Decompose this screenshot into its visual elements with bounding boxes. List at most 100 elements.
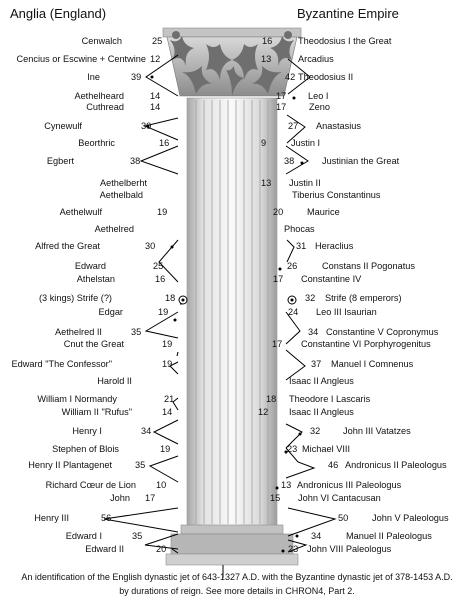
anglia-reign-years: 39 bbox=[131, 72, 141, 82]
byzantine-reign-years: 16 bbox=[262, 36, 272, 46]
anglia-ruler-name: Edward I bbox=[66, 531, 102, 541]
anglia-zigzag-ine bbox=[145, 54, 179, 97]
byzantine-reign-years: 27 bbox=[288, 121, 298, 131]
byzantine-zigzag-john5 bbox=[287, 507, 337, 537]
byzantine-reign-years: 18 bbox=[266, 394, 276, 404]
byzantine-reign-years: 23 bbox=[288, 544, 298, 554]
byzantine-reign-years: 32 bbox=[305, 293, 315, 303]
byzantine-ruler-name: Isaac II Angleus bbox=[289, 407, 354, 417]
byzantine-ruler-name: Arcadius bbox=[298, 54, 334, 64]
john8-marker bbox=[281, 549, 285, 553]
byzantine-reign-years: 32 bbox=[310, 426, 320, 436]
strife-left-marker-center bbox=[181, 298, 185, 302]
edgar-marker bbox=[173, 318, 177, 322]
anglia-reign-years: 30 bbox=[141, 121, 151, 131]
anglia-zigzag-henry2 bbox=[148, 455, 179, 483]
byzantine-reign-years: 31 bbox=[296, 241, 306, 251]
byzantine-zigzag-andronicus2 bbox=[285, 447, 316, 479]
byzantine-ruler-name: Justinian the Great bbox=[322, 156, 400, 166]
anglia-zigzag-confessor bbox=[169, 361, 179, 375]
anglia-zigzag-edward1 bbox=[144, 533, 179, 550]
byzantine-ruler-name: John III Vatatzes bbox=[343, 426, 411, 436]
anglia-reign-years: 34 bbox=[141, 426, 151, 436]
anglia-ruler-name: Egbert bbox=[47, 156, 75, 166]
anglia-reign-years: 35 bbox=[131, 327, 141, 337]
manuel2-marker bbox=[295, 534, 299, 538]
anglia-reign-years: 10 bbox=[156, 480, 166, 490]
andronicus3-marker bbox=[275, 486, 279, 490]
byzantine-ruler-name: Constans II Pogonatus bbox=[322, 261, 415, 271]
byzantine-ruler-name: Andronicus III Paleologus bbox=[297, 480, 402, 490]
anglia-ruler-name: Athelstan bbox=[77, 274, 115, 284]
anglia-reign-years: 16 bbox=[159, 138, 169, 148]
byzantine-reign-years: 17 bbox=[276, 102, 286, 112]
byzantine-reign-years: 17 bbox=[272, 339, 282, 349]
byzantine-ruler-name: Tiberius Constantinus bbox=[292, 190, 381, 200]
anglia-ruler-name: Edward bbox=[75, 261, 106, 271]
byzantine-ruler-name: John VI Cantacusan bbox=[298, 493, 381, 503]
byzantine-zigzag-manuel1 bbox=[285, 349, 306, 381]
byzantine-ruler-name: Zeno bbox=[309, 102, 330, 112]
byzantine-ruler-name: Constantine VI Porphyrogenitus bbox=[301, 339, 431, 349]
byzantine-reign-years: 23 bbox=[287, 444, 297, 454]
byzantine-ruler-name: Heraclius bbox=[315, 241, 354, 251]
anglia-reign-years: 14 bbox=[150, 91, 160, 101]
anglia-reign-years: 19 bbox=[162, 359, 172, 369]
byzantine-ruler-name: Leo III Isaurian bbox=[316, 307, 377, 317]
byzantine-reign-years: 15 bbox=[270, 493, 280, 503]
anglia-reign-years: 14 bbox=[162, 407, 172, 417]
anglia-ruler-name: Alfred the Great bbox=[35, 241, 100, 251]
anglia-ruler-name: Cuthread bbox=[86, 102, 124, 112]
byzantine-zigzag-anastasius bbox=[286, 114, 306, 144]
anglia-zigzag-henry3 bbox=[103, 507, 179, 533]
anglia-ruler-name: Henry III bbox=[34, 513, 69, 523]
byzantine-ruler-name: Maurice bbox=[307, 207, 340, 217]
corinthian-column bbox=[162, 27, 302, 566]
constans-marker bbox=[278, 267, 282, 271]
byzantine-reign-years: 46 bbox=[328, 460, 338, 470]
anglia-reign-years: 19 bbox=[157, 207, 167, 217]
column-shaft bbox=[186, 97, 278, 529]
column-base-torus bbox=[180, 524, 284, 535]
byzantine-reign-years: 13 bbox=[281, 480, 291, 490]
anglia-reign-years: 16 bbox=[155, 274, 165, 284]
anglia-ruler-name: Cynewulf bbox=[44, 121, 82, 131]
byzantine-reign-years: 17 bbox=[276, 91, 286, 101]
byzantine-zigzag-justinian bbox=[285, 145, 309, 175]
byzantine-ruler-name: Justin II bbox=[289, 178, 321, 188]
byzantine-ruler-name: Justin I bbox=[291, 138, 320, 148]
anglia-reign-years: 38 bbox=[130, 156, 140, 166]
anglia-zigzag-cynewulf bbox=[143, 117, 179, 141]
anglia-reign-years: 17 bbox=[145, 493, 155, 503]
byzantine-zigzag-theodosius2 bbox=[287, 58, 311, 95]
byzantine-ruler-name: Manuel I Comnenus bbox=[331, 359, 414, 369]
byzantine-ruler-name: Anastasius bbox=[316, 121, 361, 131]
anglia-reign-years: 30 bbox=[145, 241, 155, 251]
anglia-zigzag-henry1 bbox=[152, 419, 179, 445]
michael-marker bbox=[284, 450, 288, 454]
byzantine-ruler-name: Strife (8 emperors) bbox=[325, 293, 402, 303]
byzantine-ruler-name: Theodosius I the Great bbox=[298, 36, 392, 46]
caption-line-1: An identification of the English dynasti… bbox=[21, 572, 452, 582]
anglia-zigzag-edward2 bbox=[171, 548, 179, 554]
anglia-reign-years: 19 bbox=[160, 444, 170, 454]
column-base-step bbox=[165, 553, 299, 566]
byzantine-zigzag-manuel2 bbox=[287, 539, 308, 553]
byzantine-reign-years: 9 bbox=[261, 138, 266, 148]
column-flutes bbox=[195, 100, 269, 524]
byzantine-reign-years: 42 bbox=[285, 72, 295, 82]
anglia-reign-years: 35 bbox=[132, 531, 142, 541]
anglia-ruler-name: Harold II bbox=[97, 376, 132, 386]
byzantine-ruler-name: Leo I bbox=[308, 91, 328, 101]
byzantine-reign-years: 50 bbox=[338, 513, 348, 523]
caption-line-2: by durations of reign. See more details … bbox=[119, 586, 355, 596]
anglia-ruler-name: Aethelheard bbox=[74, 91, 124, 101]
header-anglia: Anglia (England) bbox=[10, 6, 106, 21]
anglia-ruler-name: Beorthric bbox=[78, 138, 115, 148]
byzantine-reign-years: 17 bbox=[273, 274, 283, 284]
byzantine-reign-years: 24 bbox=[288, 307, 298, 317]
byzantine-reign-years: 13 bbox=[261, 54, 271, 64]
anglia-ruler-name: Richard Cœur de Lion bbox=[46, 480, 136, 490]
anglia-reign-years: 35 bbox=[135, 460, 145, 470]
byzantine-ruler-name: Constantine V Copronymus bbox=[326, 327, 439, 337]
